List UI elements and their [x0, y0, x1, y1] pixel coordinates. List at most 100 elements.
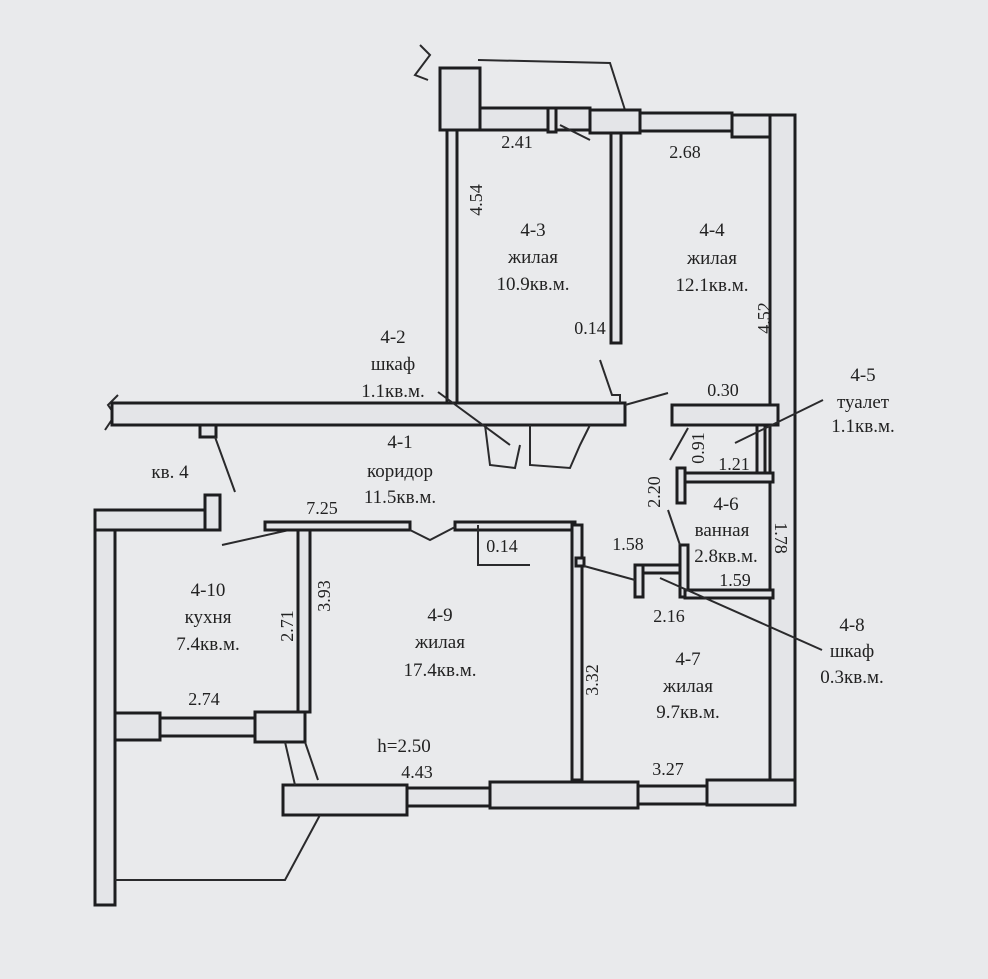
door-swing — [624, 392, 669, 406]
svg-text:4-10: 4-10 — [191, 580, 226, 601]
svg-text:1.1кв.м.: 1.1кв.м. — [361, 381, 424, 402]
svg-text:жилая: жилая — [686, 248, 737, 269]
wall — [730, 113, 774, 139]
wall — [93, 508, 222, 532]
room-4-5: 4-5 туалет 1.1кв.м. — [831, 365, 894, 437]
room-4-8: 4-8 шкаф 0.3кв.м. — [820, 615, 883, 688]
svg-text:жилая: жилая — [662, 676, 713, 697]
svg-text:0.3кв.м.: 0.3кв.м. — [820, 667, 883, 688]
wardrobe-doors — [484, 424, 591, 470]
corridor-wall-right — [670, 403, 780, 427]
ceiling-height: h=2.50 — [377, 736, 430, 757]
room-4-6: 4-6 ванная 2.8кв.м. — [694, 494, 757, 567]
dimension: 4.54 — [466, 184, 486, 216]
leader-line — [734, 399, 824, 444]
svg-text:4-2: 4-2 — [380, 327, 405, 348]
dimension-labels: 2.41 2.68 4.54 4.52 0.14 0.30 0.91 1.21 … — [188, 132, 791, 782]
room-4-2: 4-2 шкаф 1.1кв.м. — [361, 327, 424, 402]
dimension: 0.14 — [486, 536, 518, 556]
wall-4-3-left — [445, 128, 459, 407]
dimension: 4.52 — [754, 302, 774, 334]
leader-line — [477, 525, 530, 566]
svg-text:4-8: 4-8 — [839, 615, 864, 636]
svg-text:туалет: туалет — [837, 392, 890, 413]
wall — [574, 556, 586, 568]
door-swing — [583, 565, 636, 581]
wall — [281, 783, 409, 817]
room-4-1: 4-1 коридор 11.5кв.м. — [364, 432, 436, 508]
wall-4-9-4-7 — [570, 523, 584, 782]
door-swing — [667, 509, 681, 546]
svg-text:12.1кв.м.: 12.1кв.м. — [676, 275, 749, 296]
break-line — [413, 44, 432, 81]
svg-text:1.1кв.м.: 1.1кв.м. — [831, 416, 894, 437]
wall — [675, 466, 687, 505]
dimension: 3.27 — [652, 759, 684, 779]
door-swing — [669, 427, 689, 461]
wall — [113, 711, 162, 742]
svg-text:4-7: 4-7 — [675, 649, 700, 670]
svg-text:4-9: 4-9 — [427, 605, 452, 626]
svg-text:7.4кв.м.: 7.4кв.м. — [176, 634, 239, 655]
dimension: 0.14 — [574, 318, 606, 338]
door-swing — [304, 741, 319, 781]
room-4-10: 4-10 кухня 7.4кв.м. — [176, 580, 239, 655]
door-swing — [284, 741, 296, 786]
window — [158, 716, 257, 738]
svg-text:коридор: коридор — [367, 461, 433, 482]
wall — [633, 563, 645, 599]
svg-text:шкаф: шкаф — [830, 641, 874, 662]
apartment-label: кв. 4 — [151, 462, 189, 483]
room-labels: кв. 4 4-1 коридор 11.5кв.м. 4-2 шкаф 1.1… — [151, 220, 894, 757]
dimension: 0.91 — [688, 432, 708, 464]
wall — [438, 66, 482, 132]
wall — [683, 588, 775, 600]
corridor-wall — [110, 401, 627, 427]
svg-text:4-6: 4-6 — [713, 494, 738, 515]
dimension: 2.16 — [653, 606, 685, 626]
wall — [705, 778, 797, 807]
svg-text:ванная: ванная — [695, 520, 750, 541]
dimension: 1.21 — [718, 454, 750, 474]
svg-text:шкаф: шкаф — [371, 354, 415, 375]
leader-line — [659, 577, 823, 651]
room-4-3: 4-3 жилая 10.9кв.м. — [497, 220, 570, 295]
svg-text:11.5кв.м.: 11.5кв.м. — [364, 487, 436, 508]
wall — [253, 710, 307, 744]
room-4-4: 4-4 жилая 12.1кв.м. — [676, 220, 749, 296]
dimension: 3.32 — [582, 664, 602, 696]
wall — [198, 423, 218, 439]
dimension: 0.30 — [707, 380, 739, 400]
window — [478, 106, 592, 132]
dimension: 4.43 — [401, 762, 433, 782]
room-4-9: 4-9 жилая 17.4кв.м. — [404, 605, 477, 681]
leader-line — [437, 391, 511, 446]
svg-text:9.7кв.м.: 9.7кв.м. — [656, 702, 719, 723]
dimension: 7.25 — [306, 498, 338, 518]
outer-wall-right — [768, 113, 797, 802]
dimension: 2.74 — [188, 689, 220, 709]
svg-text:4-1: 4-1 — [387, 432, 412, 453]
svg-text:4-3: 4-3 — [520, 220, 545, 241]
svg-text:4-5: 4-5 — [850, 365, 875, 386]
walls — [93, 44, 824, 907]
dimension: 2.68 — [669, 142, 701, 162]
wall — [546, 106, 558, 134]
window — [636, 784, 709, 806]
wall-4-3-4-4 — [609, 131, 623, 345]
window — [405, 786, 492, 808]
wall — [683, 471, 775, 484]
leader-line — [599, 359, 621, 403]
svg-text:17.4кв.м.: 17.4кв.м. — [404, 660, 477, 681]
svg-text:кухня: кухня — [185, 607, 232, 628]
svg-text:жилая: жилая — [414, 632, 465, 653]
svg-text:жилая: жилая — [507, 247, 558, 268]
svg-text:10.9кв.м.: 10.9кв.м. — [497, 274, 570, 295]
outer-wall-left — [93, 508, 117, 907]
window — [638, 111, 734, 133]
svg-text:4-4: 4-4 — [699, 220, 725, 241]
wall — [263, 520, 412, 532]
dimension: 2.41 — [501, 132, 533, 152]
room-4-7: 4-7 жилая 9.7кв.м. — [656, 649, 719, 723]
door-swing — [214, 436, 236, 493]
